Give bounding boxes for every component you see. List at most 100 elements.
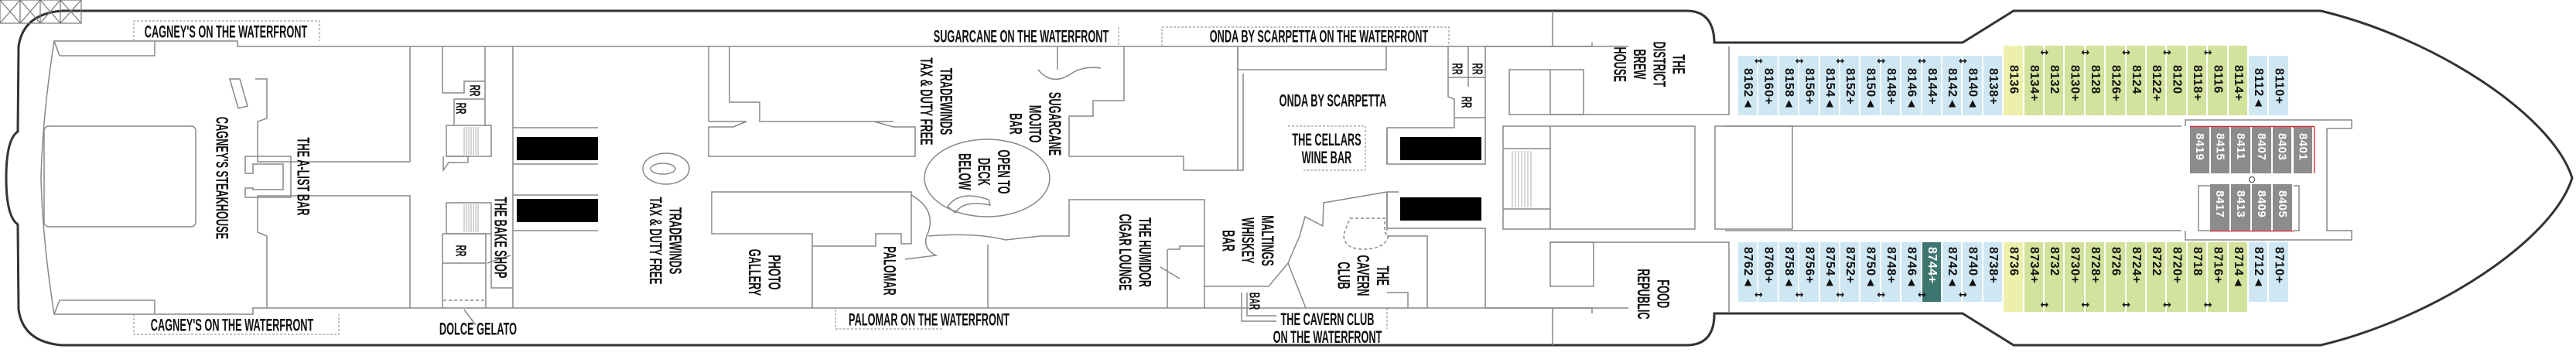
cabin-8742[interactable]: 8742▲	[1942, 242, 1963, 302]
waterfront-outlines	[133, 20, 1450, 335]
cabin-8758[interactable]: 8758▲	[1778, 242, 1800, 302]
cabin-number: 8740▲	[1966, 247, 1980, 290]
cabin-8744[interactable]: 8744+	[1922, 242, 1942, 302]
cabin-8736[interactable]: 8736	[2004, 242, 2024, 312]
cabin-8120[interactable]: 8120	[2167, 46, 2188, 115]
cabin-8720[interactable]: 8720+	[2167, 242, 2188, 312]
cabin-number: 8714▲	[2231, 247, 2245, 290]
cabin-number: 8120	[2170, 65, 2184, 94]
cabin-8714[interactable]: 8714▲	[2228, 242, 2249, 312]
marker-icon	[2249, 176, 2255, 183]
cabin-number: 8716+	[2211, 247, 2225, 284]
cabin-number: 8419	[2192, 133, 2206, 161]
cabin-8728[interactable]: 8728+	[2085, 242, 2106, 312]
cabin-8144[interactable]: 8144+	[1922, 56, 1942, 115]
cabin-8124[interactable]: 8124	[2126, 46, 2147, 115]
cabin-8738[interactable]: 8738+	[1983, 242, 2004, 302]
cabin-8748[interactable]: 8748+	[1881, 242, 1902, 302]
cabin-8413[interactable]: 8413	[2231, 184, 2252, 231]
cabin-8401[interactable]: 8401	[2293, 127, 2315, 173]
cabin-8150[interactable]: 8150▲	[1860, 56, 1881, 115]
cabin-8415[interactable]: 8415	[2210, 127, 2232, 173]
cabin-8419[interactable]: 8419	[2190, 127, 2211, 173]
cabin-8140[interactable]: 8140▲	[1963, 56, 1983, 115]
cabin-8128[interactable]: 8128	[2085, 46, 2106, 115]
cabin-8734[interactable]: 8734+	[2024, 242, 2045, 312]
venue-photo-gallery: PHOTO GALLERY	[745, 248, 784, 296]
connecting-arrow-icon: ↔	[2040, 300, 2049, 311]
cabin-8142[interactable]: 8142▲	[1942, 56, 1963, 115]
cabin-number: 8401	[2296, 133, 2310, 161]
cabin-8726[interactable]: 8726	[2106, 242, 2127, 312]
cabin-8718[interactable]: 8718	[2187, 242, 2209, 312]
cabin-number: 8112▲	[2252, 68, 2266, 111]
cabin-number: 8124	[2129, 65, 2143, 94]
connecting-arrow-icon: ↔	[2122, 300, 2131, 311]
cabin-8148[interactable]: 8148+	[1881, 56, 1902, 115]
cabin-8152[interactable]: 8152+	[1840, 56, 1861, 115]
cabin-number: 8134+	[2027, 65, 2041, 102]
cabin-number: 8403	[2275, 133, 2289, 161]
venue-cagneys-waterfront-port: CAGNEY'S ON THE WATERFRONT	[144, 22, 308, 42]
cabin-8118[interactable]: 8118+	[2187, 46, 2209, 115]
cabin-8712[interactable]: 8712▲	[2249, 242, 2270, 302]
cabin-8162[interactable]: 8162▲	[1738, 56, 1759, 115]
connecting-arrow-icon: ↔	[1877, 56, 1886, 67]
venue-tradewinds-upper: TRADEWINDS TAX & DUTY FREE	[917, 57, 956, 145]
cabin-8138[interactable]: 8138+	[1983, 56, 2004, 115]
cabin-8136[interactable]: 8136	[2004, 46, 2024, 115]
cabin-8417[interactable]: 8417	[2210, 184, 2231, 231]
cabin-8122[interactable]: 8122+	[2147, 46, 2168, 115]
connecting-arrow-icon: ↔	[1877, 289, 1886, 301]
venue-sugarcane-waterfront: SUGARCANE ON THE WATERFRONT	[933, 26, 1109, 46]
cabin-8746[interactable]: 8746▲	[1901, 242, 1922, 302]
cabin-8156[interactable]: 8156+	[1799, 56, 1820, 115]
cabin-number: 8752+	[1843, 247, 1857, 284]
venue-humidor-cigar-lounge: THE HUMIDOR CIGAR LOUNGE	[1115, 214, 1155, 291]
cabin-8732[interactable]: 8732	[2045, 242, 2065, 312]
connecting-arrow-icon: ↔	[1836, 289, 1845, 301]
connecting-arrow-icon: ↔	[1754, 56, 1763, 67]
cabin-8409[interactable]: 8409	[2252, 184, 2273, 231]
connecting-arrow-icon: ↔	[2040, 47, 2049, 59]
cabin-8754[interactable]: 8754▲	[1819, 242, 1840, 302]
elevator-icon	[516, 198, 599, 223]
cabin-8750[interactable]: 8750▲	[1860, 242, 1881, 302]
cabin-8722[interactable]: 8722	[2147, 242, 2168, 312]
cabin-8740[interactable]: 8740▲	[1963, 242, 1983, 302]
connecting-arrow-icon: ↔	[2081, 47, 2090, 59]
cabin-8760[interactable]: 8760+	[1758, 242, 1779, 302]
cabin-8730[interactable]: 8730+	[2065, 242, 2086, 312]
cabin-8407[interactable]: 8407	[2252, 127, 2273, 173]
venue-onda-waterfront: ONDA BY SCARPETTA ON THE WATERFRONT	[1209, 26, 1429, 46]
cabin-8116[interactable]: 8116	[2208, 46, 2229, 115]
cabin-8405[interactable]: 8405	[2273, 184, 2294, 231]
cabin-8130[interactable]: 8130+	[2065, 46, 2086, 115]
cabin-8752[interactable]: 8752+	[1840, 242, 1861, 302]
cabin-8134[interactable]: 8134+	[2024, 46, 2045, 115]
cabin-number: 8150▲	[1864, 68, 1877, 111]
cabin-number: 8748+	[1884, 247, 1898, 284]
cabin-8126[interactable]: 8126+	[2106, 46, 2127, 115]
cabin-number: 8712▲	[2252, 247, 2266, 290]
connecting-arrow-icon: ↔	[2122, 47, 2131, 59]
cabin-8710[interactable]: 8710+	[2269, 242, 2290, 302]
cabin-8716[interactable]: 8716+	[2208, 242, 2229, 312]
cabin-8756[interactable]: 8756+	[1799, 242, 1820, 302]
cabin-8762[interactable]: 8762▲	[1738, 242, 1759, 302]
cabin-8110[interactable]: 8110+	[2269, 56, 2290, 115]
cabin-number: 8762▲	[1741, 247, 1755, 290]
cabin-8112[interactable]: 8112▲	[2249, 56, 2270, 115]
cabin-8146[interactable]: 8146▲	[1901, 56, 1922, 115]
cabin-8114[interactable]: 8114+	[2228, 46, 2249, 115]
cabin-8132[interactable]: 8132	[2045, 46, 2065, 115]
venue-palomar-waterfront: PALOMAR ON THE WATERFRONT	[849, 310, 1010, 330]
venue-cagneys-steakhouse: CAGNEY'S STEAKHOUSE	[212, 116, 232, 240]
cabin-8158[interactable]: 8158▲	[1778, 56, 1800, 115]
cabin-8160[interactable]: 8160+	[1758, 56, 1779, 115]
cabin-8154[interactable]: 8154▲	[1819, 56, 1840, 115]
cabin-8724[interactable]: 8724+	[2126, 242, 2147, 312]
cabin-8403[interactable]: 8403	[2272, 127, 2294, 173]
cabin-8411[interactable]: 8411	[2231, 127, 2253, 173]
cabin-number: 8732	[2048, 247, 2062, 276]
